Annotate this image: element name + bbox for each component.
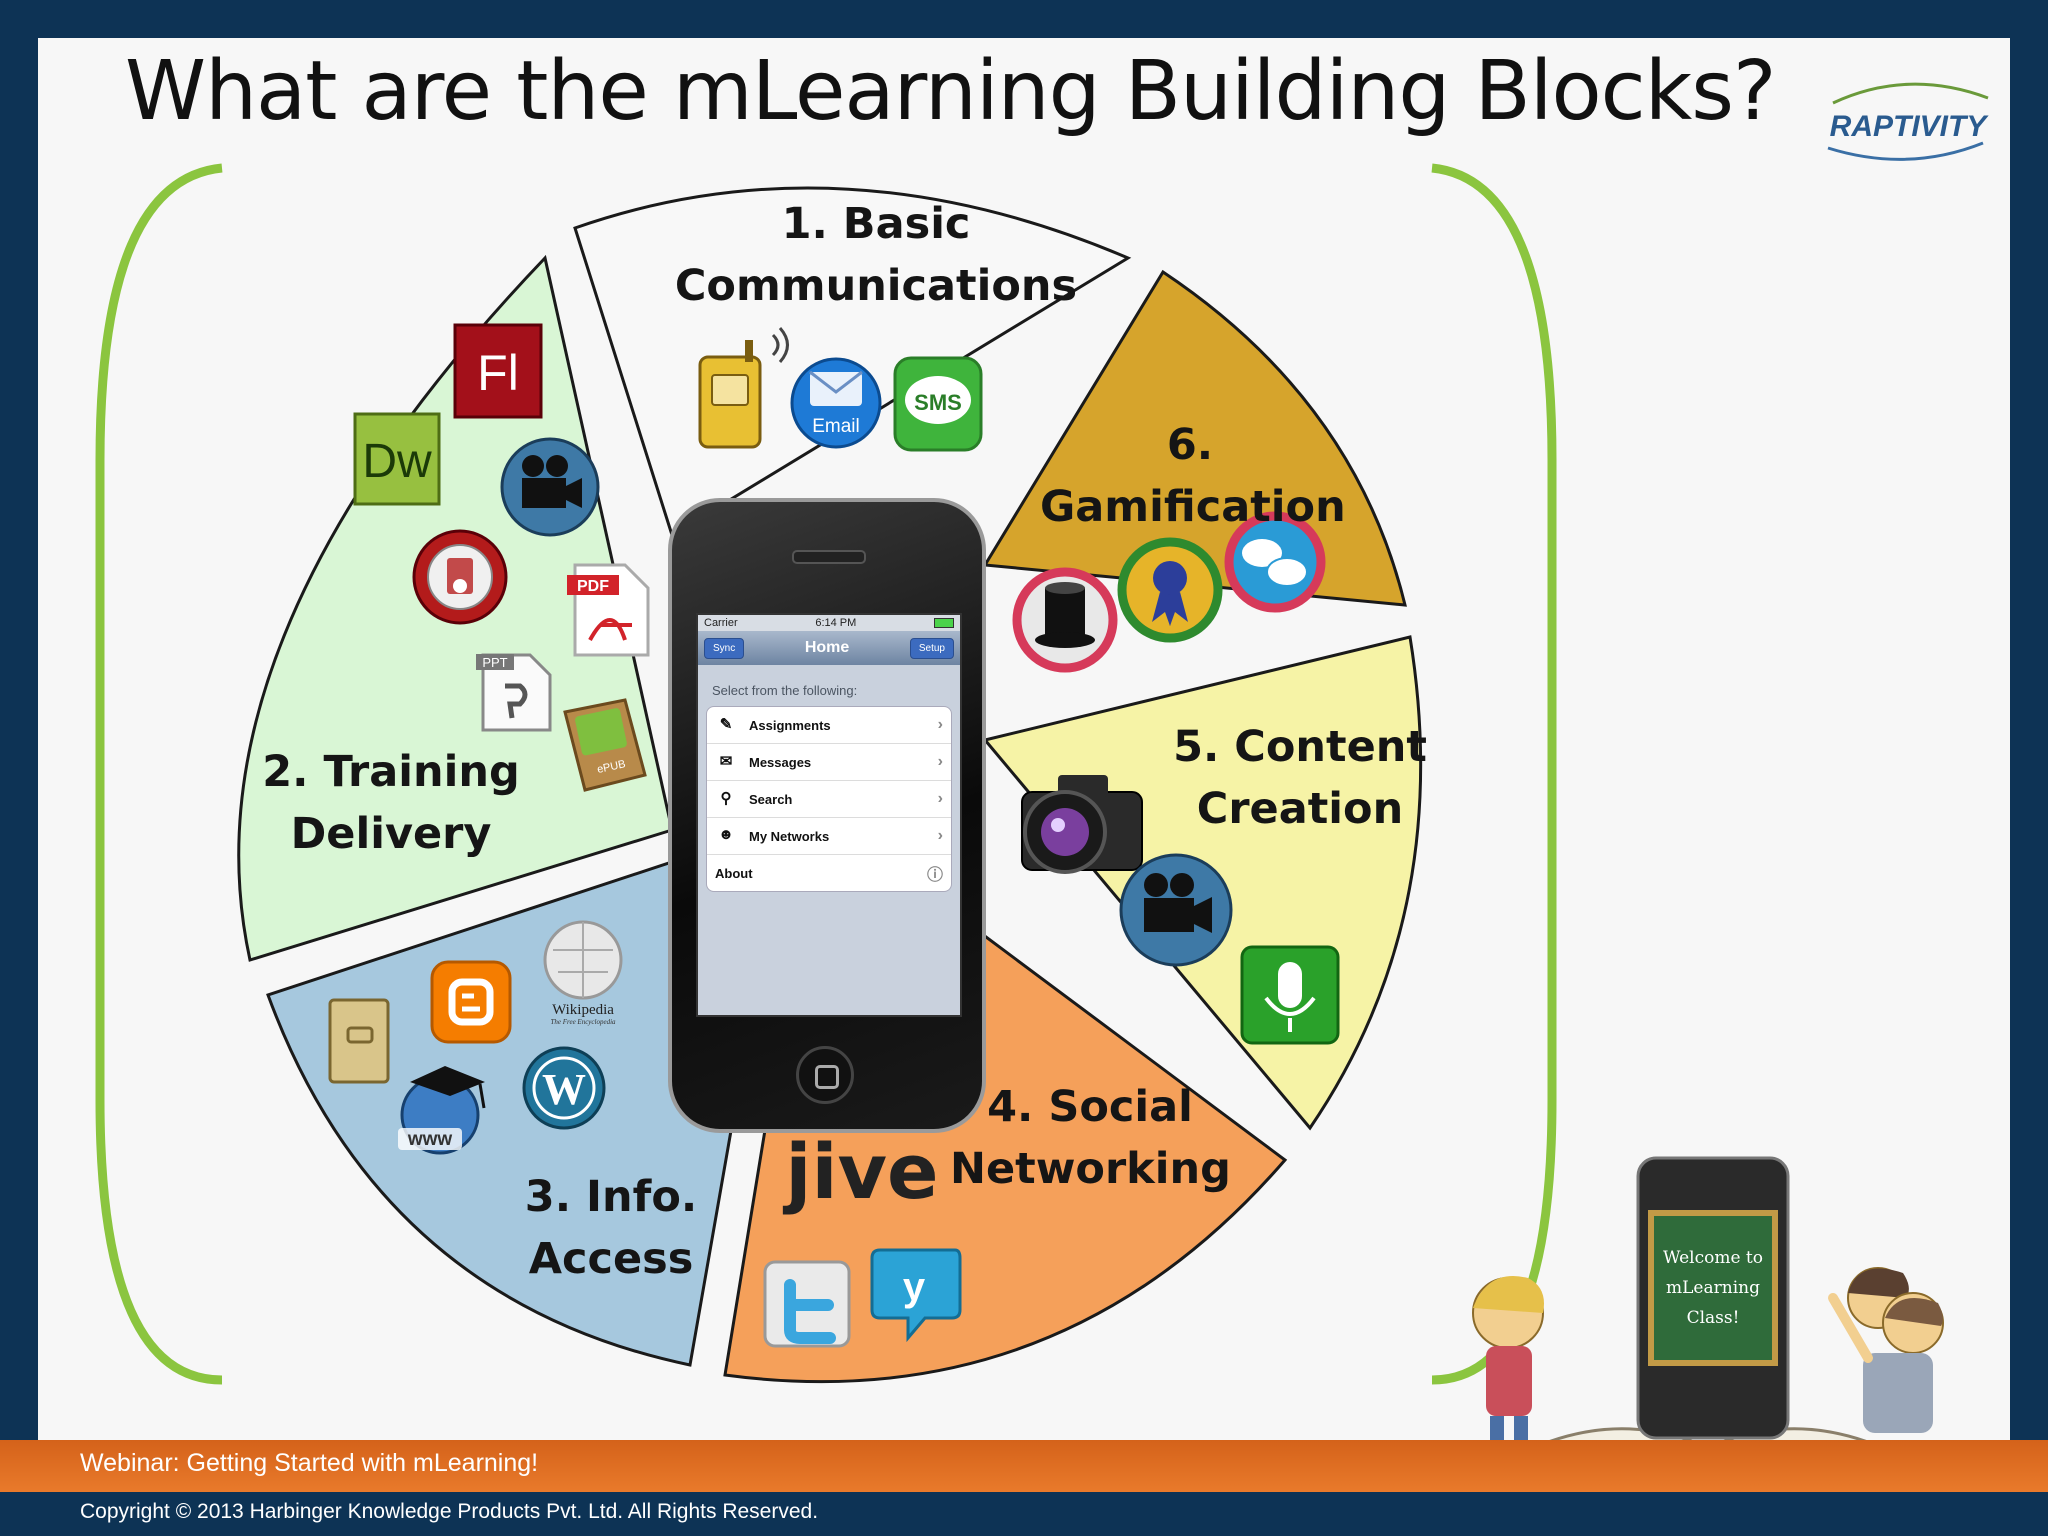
footer-bar bbox=[0, 1440, 2048, 1492]
chalkboard bbox=[1648, 1210, 1778, 1366]
info-icon: ⓘ bbox=[926, 867, 943, 884]
copyright-notice: Copyright © 2013 Harbinger Knowledge Pro… bbox=[80, 1500, 819, 1523]
microphone-icon bbox=[1240, 945, 1340, 1045]
nav-bar: Sync Home Setup bbox=[698, 631, 960, 665]
raptivity-logo: RAPTIVITY bbox=[1827, 82, 1990, 161]
mlearning-class-illustration: Welcome to mLearning Class! bbox=[1472, 1156, 1944, 1440]
epub-icon: ePUB bbox=[563, 698, 647, 792]
flash-icon-text: Fl bbox=[477, 345, 519, 401]
slide-title: What are the mLearning Building Blocks? bbox=[125, 44, 1776, 139]
label-basic-communications: 1. Basic Communications bbox=[674, 199, 1078, 311]
twitter-icon bbox=[763, 1260, 851, 1348]
top-hat-badge-icon bbox=[1012, 567, 1118, 673]
menu-item-search[interactable]: ⚲ Search › bbox=[707, 781, 951, 818]
audio-player-icon bbox=[412, 529, 508, 625]
menu-list: ✎ Assignments › ✉ Messages › ⚲ Search › … bbox=[706, 706, 952, 892]
menu-item-assignments[interactable]: ✎ Assignments › bbox=[707, 707, 951, 744]
smartphone: Carrier 6:14 PM Sync Home Setup Select f… bbox=[668, 498, 986, 1133]
svg-text:W: W bbox=[542, 1065, 586, 1114]
sync-button[interactable]: Sync bbox=[704, 637, 745, 659]
email-icon: Email bbox=[790, 357, 882, 449]
pdf-icon: PDF bbox=[567, 563, 650, 657]
yammer-icon: y bbox=[870, 1248, 962, 1343]
chevron-right-icon: › bbox=[937, 753, 943, 770]
carrier-label: Carrier bbox=[704, 617, 738, 629]
board-line-3: Class! bbox=[1687, 1308, 1740, 1328]
sms-icon-text: SMS bbox=[914, 390, 962, 415]
wikipedia-icon: Wikipedia The Free Encyclopedia bbox=[543, 920, 623, 1026]
camera-icon bbox=[1021, 775, 1143, 874]
svg-text:y: y bbox=[903, 1265, 926, 1309]
flash-icon: Fl bbox=[453, 323, 543, 419]
phone-speaker bbox=[792, 550, 866, 564]
wikipedia-icon-subtitle: The Free Encyclopedia bbox=[550, 1018, 616, 1026]
segment-info-access bbox=[266, 860, 734, 1367]
book-icon bbox=[328, 998, 390, 1084]
epub-icon-text: ePUB bbox=[596, 758, 627, 776]
battery-icon bbox=[934, 618, 954, 628]
magnifier-icon: ⚲ bbox=[720, 790, 732, 807]
raptivity-logo-text: RAPTIVITY bbox=[1830, 110, 1990, 143]
clock: 6:14 PM bbox=[815, 617, 857, 629]
label-content-creation: 5. Content Creation bbox=[1173, 722, 1427, 834]
video-camera-icon-content bbox=[1119, 853, 1233, 967]
email-icon-text: Email bbox=[812, 416, 860, 437]
menu-item-about[interactable]: About ⓘ bbox=[707, 855, 951, 891]
phone-screen: Carrier 6:14 PM Sync Home Setup Select f… bbox=[696, 613, 962, 1017]
pdf-icon-text: PDF bbox=[577, 578, 609, 595]
www-globe-icon: www bbox=[398, 1066, 486, 1155]
wordpress-icon: W bbox=[522, 1046, 606, 1130]
sms-icon: SMS bbox=[893, 356, 983, 452]
ppt-icon-text: PPT bbox=[482, 655, 507, 670]
label-social-networking: 4. Social Networking bbox=[950, 1082, 1231, 1194]
child-left-illustration bbox=[1472, 1276, 1544, 1440]
home-button[interactable] bbox=[796, 1046, 854, 1104]
jive-icon: jive bbox=[782, 1127, 938, 1216]
wikipedia-icon-text: Wikipedia bbox=[552, 1002, 614, 1018]
left-bracket bbox=[95, 163, 223, 1385]
slide: What are the mLearning Building Blocks? … bbox=[38, 38, 2010, 1440]
board-line-1: Welcome to bbox=[1663, 1248, 1763, 1268]
people-icon: ☻ bbox=[718, 826, 734, 843]
status-bar: Carrier 6:14 PM bbox=[698, 615, 960, 631]
pencil-icon: ✎ bbox=[719, 716, 733, 733]
chat-badge-icon bbox=[1224, 511, 1326, 613]
setup-button[interactable]: Setup bbox=[909, 637, 954, 659]
envelope-icon: ✉ bbox=[719, 753, 733, 770]
www-icon-text: www bbox=[407, 1129, 453, 1150]
jive-icon-text: jive bbox=[782, 1127, 938, 1216]
menu-item-messages[interactable]: ✉ Messages › bbox=[707, 744, 951, 781]
ribbon-badge-icon bbox=[1117, 537, 1223, 643]
phone-icon bbox=[698, 327, 789, 449]
menu-item-my-networks[interactable]: ☻ My Networks › bbox=[707, 818, 951, 855]
label-gamification: 6. Gamification bbox=[1040, 420, 1346, 532]
nav-title: Home bbox=[804, 639, 850, 656]
webinar-title: Webinar: Getting Started with mLearning! bbox=[80, 1449, 539, 1477]
chevron-right-icon: › bbox=[937, 790, 943, 807]
building-blocks-diagram: Email SMS Fl Dw bbox=[95, 163, 1557, 1385]
board-line-2: mLearning bbox=[1666, 1278, 1760, 1298]
blogger-icon bbox=[430, 960, 512, 1044]
label-info-access: 3. Info. Access bbox=[524, 1172, 698, 1284]
chevron-right-icon: › bbox=[937, 827, 943, 844]
chevron-right-icon: › bbox=[937, 716, 943, 733]
children-right-illustration bbox=[1828, 1267, 1944, 1433]
video-camera-icon bbox=[500, 437, 600, 537]
select-prompt: Select from the following: bbox=[712, 683, 858, 698]
dreamweaver-icon: Dw bbox=[353, 412, 441, 506]
dreamweaver-icon-text: Dw bbox=[362, 435, 432, 488]
label-training-delivery: 2. Training Delivery bbox=[262, 747, 520, 859]
ppt-icon: PPT bbox=[476, 653, 552, 732]
